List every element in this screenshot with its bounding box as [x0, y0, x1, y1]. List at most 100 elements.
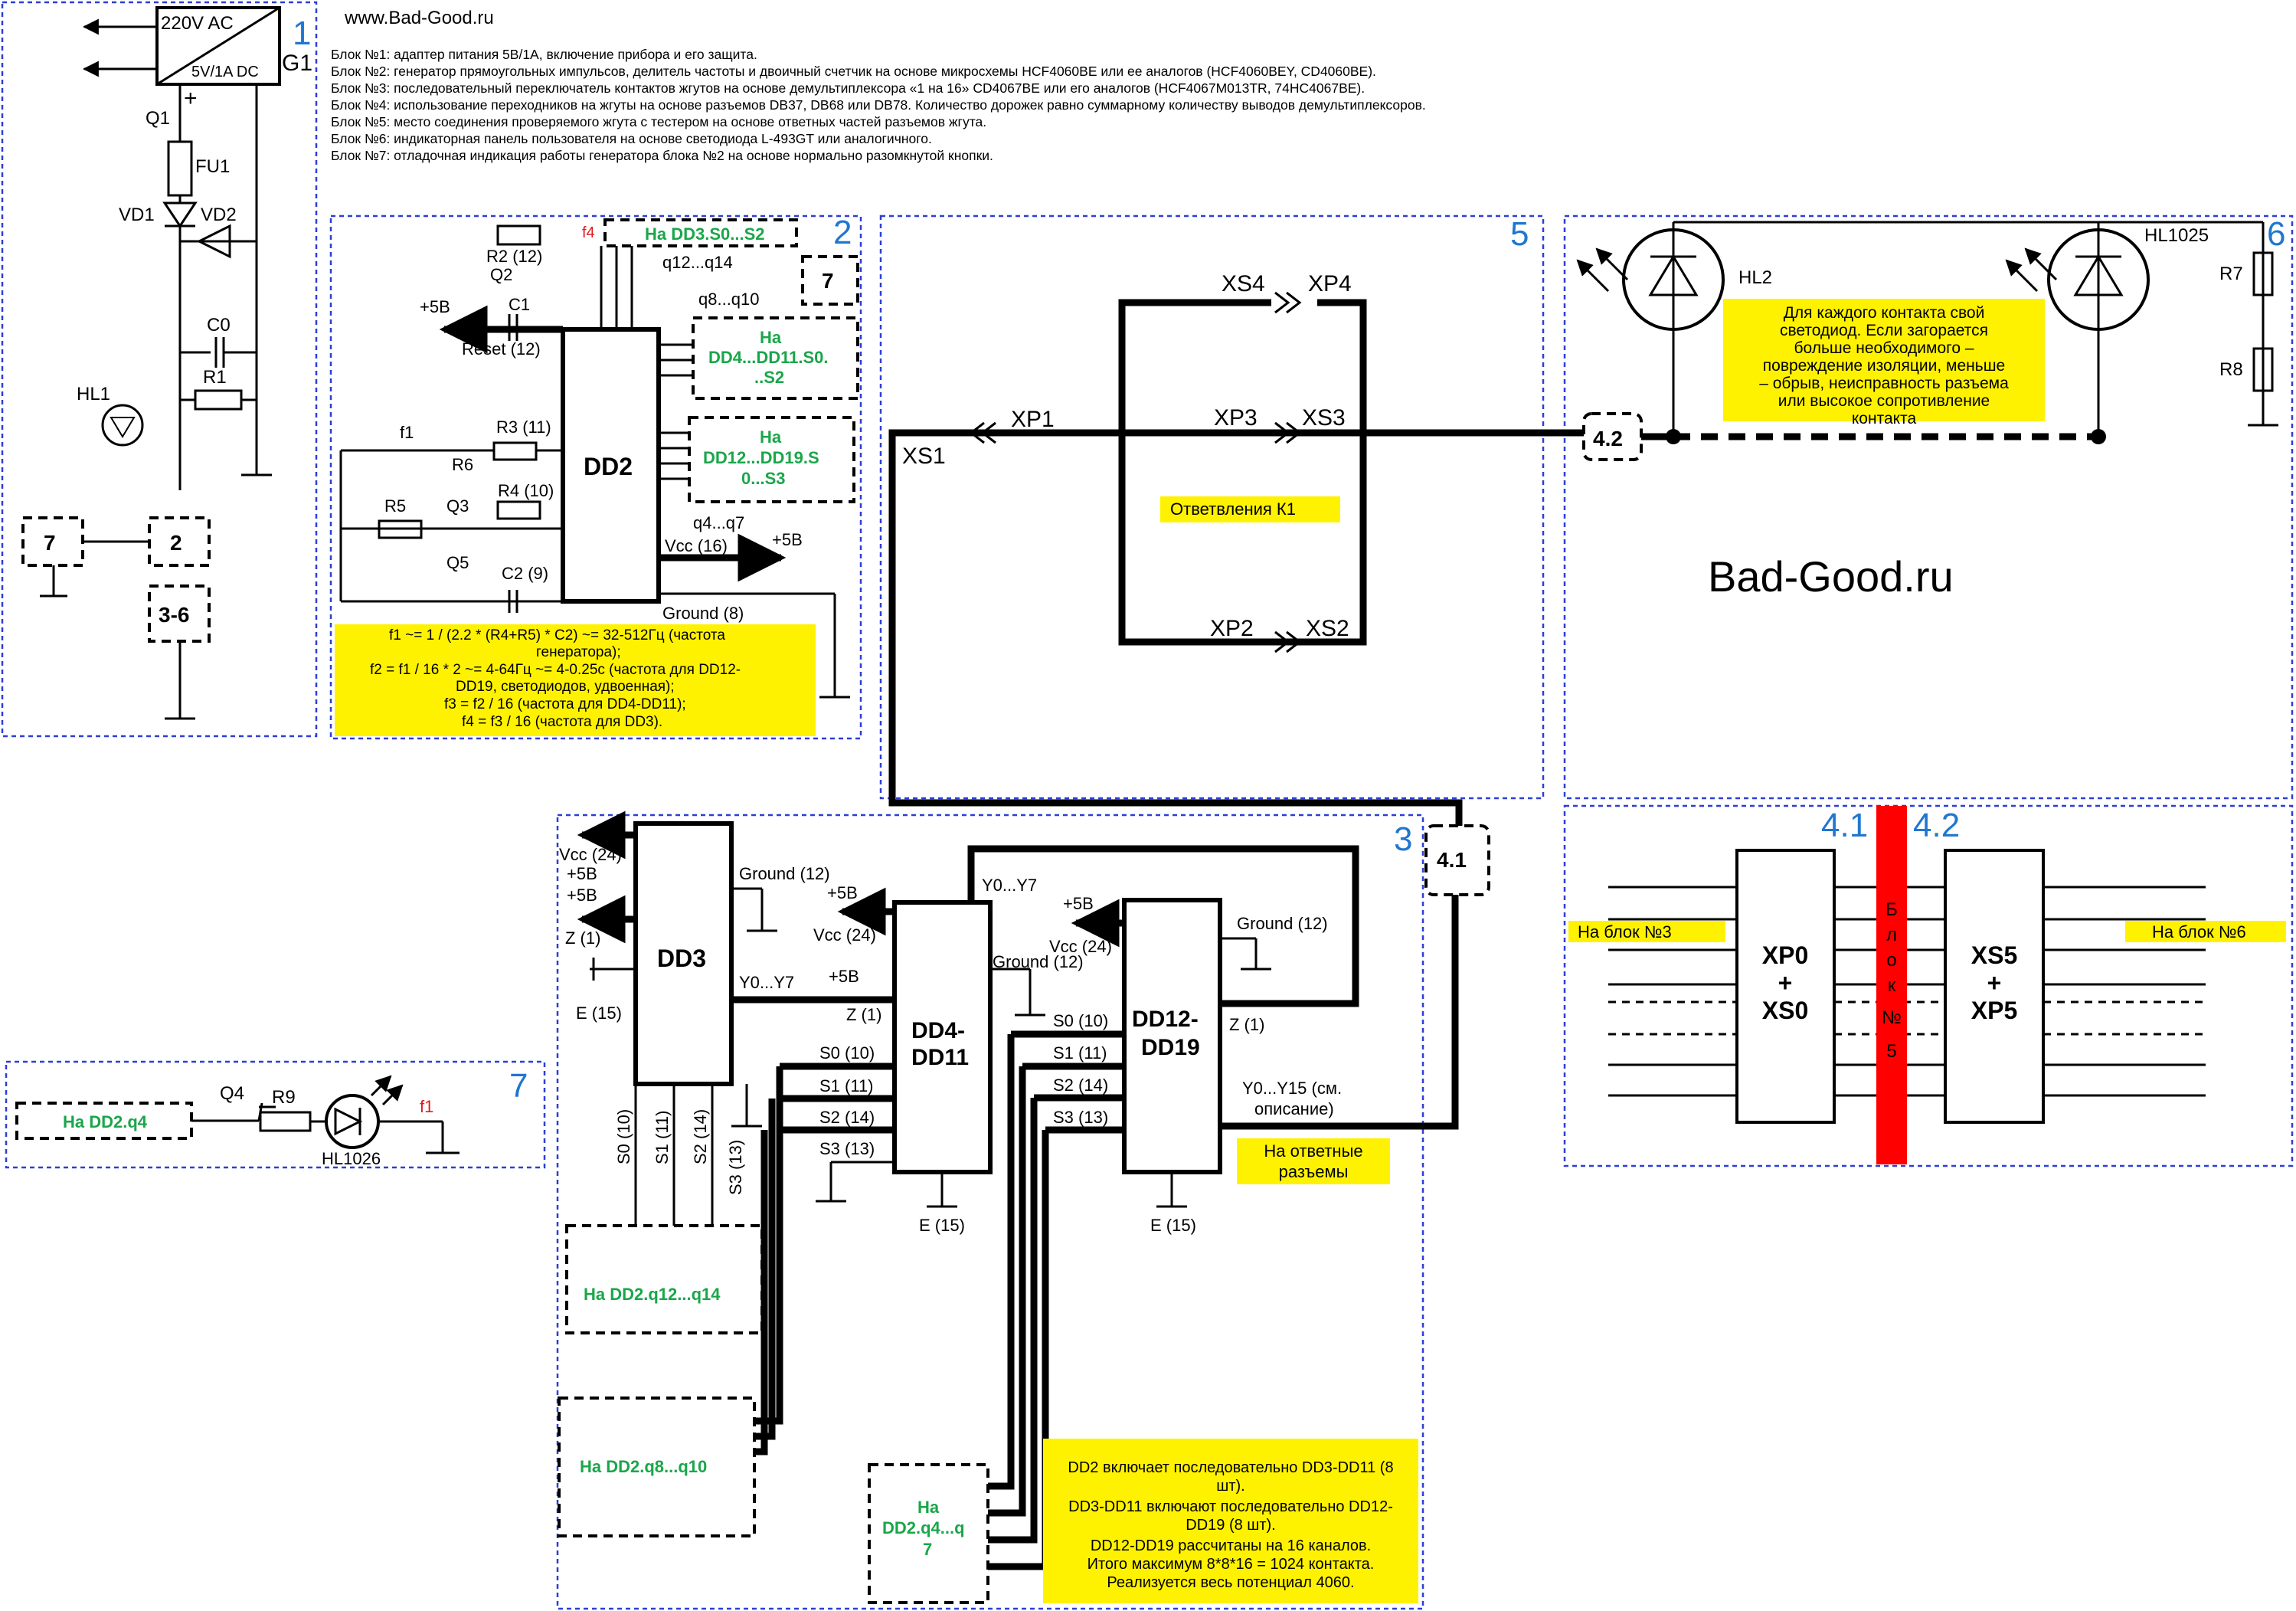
- dd3-label: DD3: [657, 945, 706, 972]
- resistor-r9: [259, 1111, 312, 1132]
- dd4-z-label: Z (1): [846, 1005, 881, 1024]
- resistor-r1: [194, 389, 243, 411]
- dd4-label: DD11: [911, 1045, 969, 1070]
- formula-line: f2 = f1 / 16 * 2 ~= 4-64Гц ~= 4-0.25с (ч…: [370, 662, 741, 678]
- xp0-label: XS0: [1762, 997, 1808, 1024]
- frame-block-5: [879, 214, 1545, 800]
- block-6-indicator: HL2 HL1025 R7 R8 4.2 Для каждого контакт…: [1576, 221, 2278, 461]
- g1-ac-label: 220V AC: [161, 13, 234, 34]
- site-url: www.Bad-Good.ru: [345, 8, 494, 28]
- r4-label: R4 (10): [498, 481, 554, 500]
- to-q8-box: [558, 1397, 756, 1537]
- r9-label: R9: [272, 1087, 296, 1108]
- to-dd4-box: [692, 316, 859, 400]
- xs2-label: XS2: [1306, 616, 1349, 641]
- block-5-connectors: XS1 XP1 XS4 XP4 XP3 XS3 XP2 XS2 Ответвле…: [888, 271, 1585, 827]
- dd12-plus5-label: +5В: [1063, 894, 1094, 913]
- r8-label: R8: [2219, 359, 2243, 380]
- vd1-label: VD1: [119, 205, 155, 225]
- note-line: светодиод. Если загорается: [1780, 322, 1988, 339]
- to-block6-note: [2125, 921, 2286, 942]
- frame-block-4: [1563, 804, 2294, 1167]
- to-q4-label: DD2.q4...q: [882, 1518, 965, 1537]
- ref-box-3-6-label: 3-6: [159, 603, 189, 627]
- dd4-e-label: E (15): [919, 1216, 965, 1235]
- fuse-fu1: [167, 140, 193, 197]
- frame-block-7: [5, 1060, 546, 1169]
- dd12-s1-label: S1 (11): [1053, 1043, 1107, 1063]
- block-number-6: 6: [2267, 215, 2285, 253]
- dd3-s0-label: S0 (10): [614, 1109, 633, 1164]
- dd4-s3-label: S3 (13): [819, 1139, 875, 1158]
- block-2-generator: DD2 R2 (12) Q2 C1 +5В Reset (12) f1 R3 (…: [335, 218, 859, 736]
- formula-line: f1 ~= 1 / (2.2 * (R4+R5) * C2) ~= 32-512…: [389, 627, 725, 643]
- connector-xp4: [1274, 291, 1302, 314]
- dd3-e-label: E (15): [576, 1004, 622, 1023]
- note-line: контакта: [1852, 410, 1917, 427]
- frame-block-6: [1563, 214, 2294, 800]
- q8-label: q8...q10: [698, 290, 760, 309]
- to-block3-label: На блок №3: [1578, 922, 1672, 941]
- g1-label: G1: [282, 51, 312, 76]
- connector-4-1-label: 4.1: [1437, 848, 1467, 872]
- ref-box-7: [801, 255, 859, 306]
- plus5-label: +5В: [420, 297, 450, 316]
- separator-letter: Б: [1886, 899, 1898, 920]
- branch-label: Ответвления К1: [1170, 499, 1296, 519]
- dd4-vcc-label: Vcc (24): [813, 925, 876, 945]
- dd12-s0-label: S0 (10): [1053, 1011, 1108, 1030]
- hl1-label: HL1: [77, 384, 110, 404]
- dd4-y-label: Y0...Y7: [982, 876, 1037, 895]
- note-line: Для каждого контакта свой: [1784, 304, 1985, 322]
- dd12-y-label: описание): [1254, 1099, 1334, 1118]
- separator-letter: №: [1882, 1007, 1902, 1028]
- chip-dd3: [633, 821, 734, 1086]
- connector-xp2: [1274, 630, 1302, 653]
- hl1026-label: HL1026: [322, 1149, 381, 1168]
- response-label: разъемы: [1279, 1162, 1349, 1181]
- summary-line: DD3-DD11 включают последовательно DD12-: [1068, 1498, 1393, 1515]
- to-dd12-label: DD12...DD19.S: [703, 448, 819, 467]
- connector-xp0-xs0: [1735, 849, 1836, 1124]
- branch-note: [1160, 496, 1340, 522]
- dd4-s1-label: S1 (11): [819, 1076, 874, 1095]
- frame-block-2: [329, 214, 862, 740]
- ref-box-2-label: 2: [170, 531, 182, 555]
- dd3-s1-label: S1 (11): [652, 1110, 672, 1164]
- description-line: Блок №6: индикаторная панель пользовател…: [331, 131, 932, 146]
- to-q4-box: [868, 1463, 989, 1604]
- to-dd4-label: ..S2: [754, 368, 784, 387]
- dd12-z-label: Z (1): [1229, 1015, 1264, 1034]
- block-number-2: 2: [833, 214, 852, 251]
- block-number-7: 7: [509, 1067, 528, 1105]
- dd4-ground-label: Ground (12): [993, 952, 1084, 971]
- vd2-label: VD2: [201, 205, 237, 225]
- label-4-1: 4.1: [1821, 807, 1868, 844]
- to-dd12-label: 0...S3: [741, 469, 785, 488]
- dd12-ground-label: Ground (12): [1237, 914, 1328, 933]
- to-block3-note: [1568, 921, 1725, 942]
- plus-sign: +: [184, 86, 198, 111]
- to-q12-box: [565, 1224, 764, 1334]
- led-hl1: [101, 404, 144, 447]
- dd2-label: DD2: [584, 453, 633, 480]
- q5-label: Q5: [446, 553, 469, 572]
- summary-line: DD12-DD19 рассчитаны на 16 каналов.: [1091, 1537, 1371, 1554]
- r3-label: R3 (11): [496, 417, 551, 437]
- q2-label: Q2: [490, 265, 512, 284]
- dd3-z-label: Z (1): [565, 928, 600, 948]
- xs3-label: XS3: [1302, 405, 1346, 431]
- summary-line: шт).: [1216, 1478, 1244, 1495]
- q4-button-label: Q4: [220, 1083, 244, 1104]
- q3-label: Q3: [446, 496, 469, 516]
- block-number-3: 3: [1394, 820, 1412, 858]
- note-line: больше необходимого –: [1794, 339, 1974, 357]
- ref-box-2: [148, 516, 211, 567]
- block-3-demux: DD3 Vcc (24) +5В +5В Z (1) E (15) Ground…: [558, 810, 1490, 1604]
- to-dd4-label: На: [760, 328, 782, 347]
- block-1-power: 220V AC 5V/1A DC G1 + Q1 FU1 VD1 VD2 C0 …: [21, 6, 312, 720]
- connector-xp1: [969, 421, 996, 444]
- vcc-label: Vcc (16): [665, 536, 728, 555]
- xp3-label: XP3: [1214, 405, 1258, 431]
